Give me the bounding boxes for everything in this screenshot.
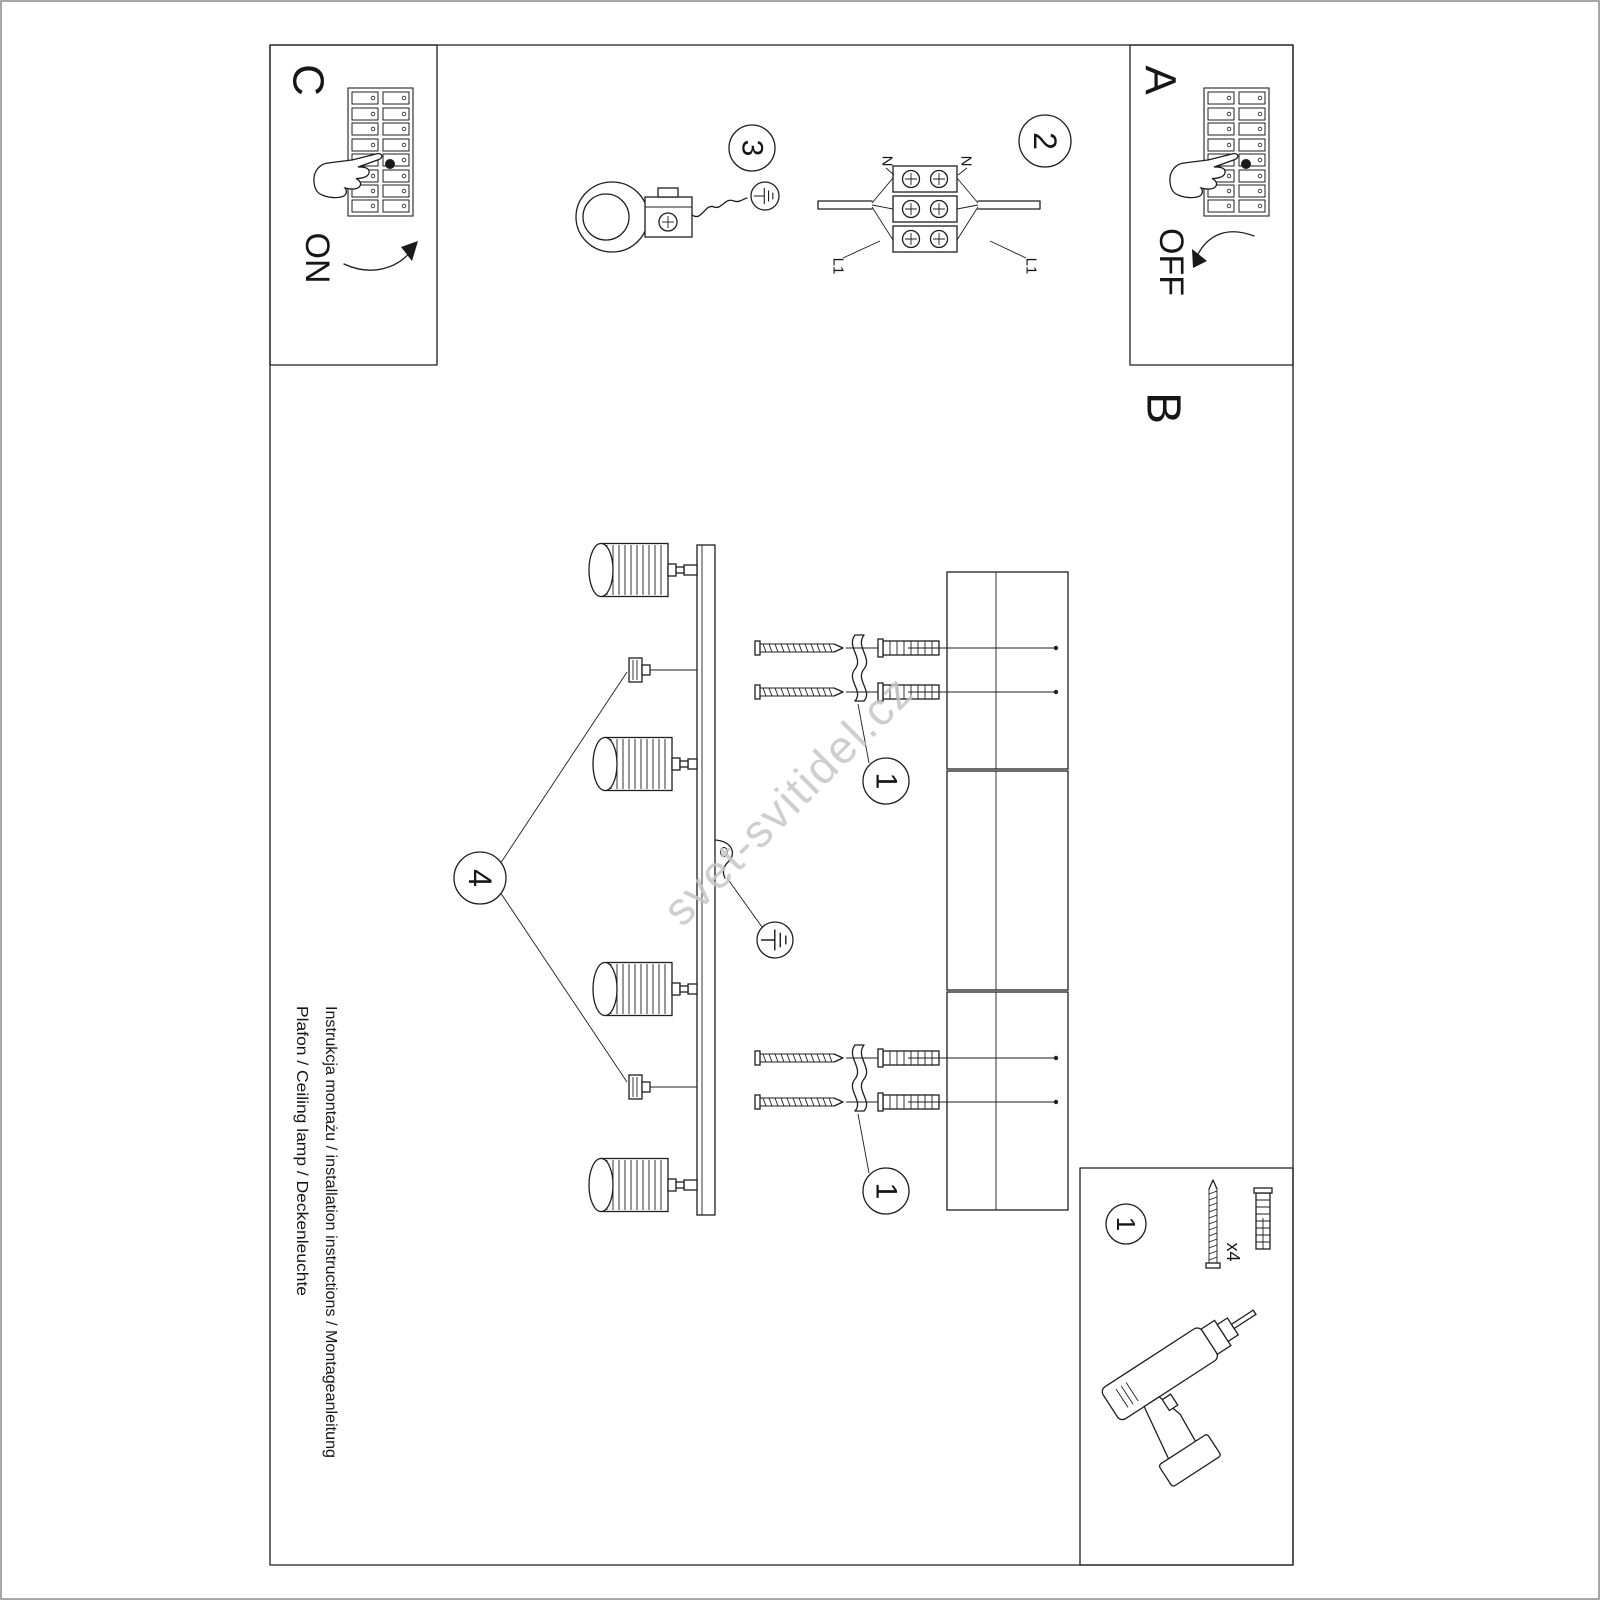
ground-symbol-icon <box>750 181 780 211</box>
mounting-screw-icon <box>754 640 844 656</box>
hardware-box-frame <box>1079 1167 1294 1566</box>
cord-grip-hole <box>582 193 630 241</box>
arrow-head-icon <box>401 241 418 261</box>
supply-cord-right <box>977 200 1041 210</box>
panel-c-label: C <box>284 64 333 96</box>
wire-label-n-left: N <box>879 156 896 167</box>
arrow-head-icon <box>1192 249 1207 268</box>
drill-icon <box>1101 1309 1257 1487</box>
ground-tab <box>714 839 733 879</box>
ceiling-bracket <box>946 571 1069 1211</box>
step4-number: 4 <box>462 869 498 887</box>
switch-press-point <box>1241 159 1251 169</box>
mounting-screw-icon <box>754 1050 844 1066</box>
hardware-box: 1 x4 <box>1079 1167 1294 1566</box>
step1-badge <box>862 1167 910 1215</box>
panel-a-frame <box>1129 44 1294 366</box>
step3-number: 3 <box>736 140 769 157</box>
screw-icon <box>1205 1179 1221 1269</box>
panel-switch-on: C ON <box>269 44 438 366</box>
lamp-shade <box>588 542 685 598</box>
housing-tab <box>657 187 679 198</box>
step2-number: 2 <box>1027 132 1063 150</box>
switch-panel-illustration <box>1204 88 1269 216</box>
switch-panel-illustration <box>348 88 413 216</box>
curved-arrow-icon <box>343 249 413 271</box>
wire-label-l1-right: L1 <box>1023 258 1040 275</box>
wall-plug-icon <box>877 638 940 658</box>
step1-number: 1 <box>870 1183 903 1200</box>
wire-label-l1-left: L1 <box>830 258 847 275</box>
curved-arrow-icon <box>1196 231 1255 257</box>
step4-badge <box>453 851 507 905</box>
terminal-block <box>892 165 958 253</box>
lamp-shade <box>588 1157 685 1213</box>
mounting-bar <box>696 544 716 1216</box>
step2-badge <box>1018 114 1072 168</box>
wall-plug-icon <box>1253 1187 1273 1250</box>
panel-c-action: ON <box>298 233 336 284</box>
lamp-shade <box>592 961 689 1017</box>
wall-plug-icon <box>877 1092 940 1112</box>
screw-axis-lines <box>846 647 1056 1103</box>
assembly-exploded-view: 4 1 1 <box>453 542 1069 1216</box>
wall-plug-icon <box>877 1048 940 1068</box>
ground-wire <box>691 197 748 218</box>
step1-badge <box>862 757 910 805</box>
step3-ground-wire: 3 <box>575 124 780 253</box>
panel-switch-off: A OFF <box>1129 44 1294 366</box>
mounting-screw-icon <box>754 684 844 700</box>
step3-badge <box>728 124 776 172</box>
lamp-shade <box>592 736 689 792</box>
step4-leader-line <box>499 891 628 1083</box>
step1-leader-line <box>857 1113 870 1174</box>
switch-press-point <box>385 159 395 169</box>
panel-c-frame <box>269 44 438 366</box>
hardware-step-badge <box>1105 1203 1147 1245</box>
bracket-strap <box>851 1044 868 1112</box>
hardware-step-number: 1 <box>1111 1217 1141 1231</box>
section-b-label: B <box>1137 392 1190 424</box>
adjust-knob-icon <box>628 1074 651 1100</box>
step2-wiring: 2 N N L1 L1 <box>817 114 1072 275</box>
panel-a-label: A <box>1136 65 1185 95</box>
supply-cord-left <box>817 200 873 210</box>
step1-number: 1 <box>870 773 903 790</box>
mounting-screw-icon <box>754 1094 844 1110</box>
footer-line1: Instrukcja montażu / installation instru… <box>322 1006 339 1458</box>
page-frame <box>269 44 1294 1566</box>
step1-leader-line <box>857 703 870 764</box>
step4-leader-line <box>499 671 628 865</box>
footer-line2: Plafon / Ceiling lamp / Deckenleuchte <box>293 1006 310 1296</box>
wire-label-n-right: N <box>958 156 975 167</box>
panel-a-action: OFF <box>1152 228 1190 296</box>
plug-count-label: x4 <box>1223 1242 1243 1261</box>
adjust-knob-icon <box>628 657 651 683</box>
